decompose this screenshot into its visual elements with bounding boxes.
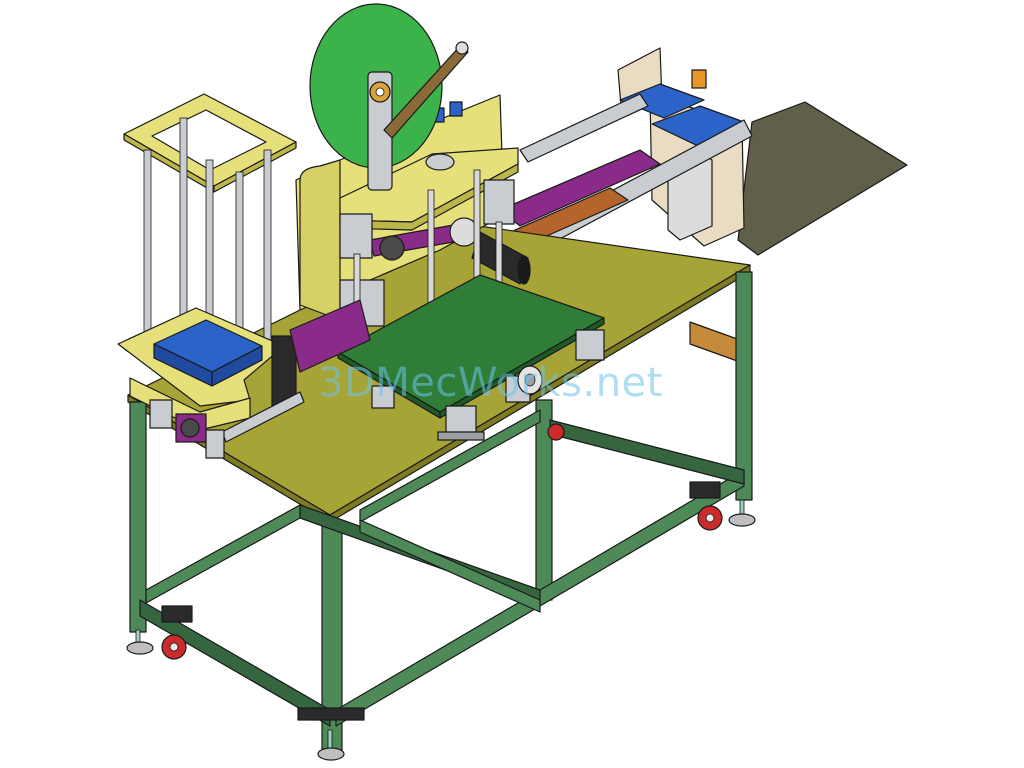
caster-icon (547, 423, 565, 441)
output-chute (737, 101, 908, 256)
label-reel (309, 3, 443, 191)
handwheel (517, 365, 543, 395)
leveling-foot-front (317, 729, 345, 761)
foot-block (297, 707, 365, 721)
side-bracket (149, 399, 173, 429)
wood-strip (689, 321, 741, 363)
output-tray-top (619, 83, 705, 119)
guide-block-right (483, 179, 515, 225)
pillow-block-2 (445, 405, 477, 437)
guide-block-upper (339, 213, 373, 259)
caster-center (547, 423, 565, 441)
caster-front-left (161, 605, 193, 660)
stacking-magazine (117, 93, 297, 431)
orange-sensor (691, 69, 707, 89)
rail-lower-left (139, 599, 331, 727)
linear-rail-rear (519, 93, 649, 163)
caster-right-back (689, 481, 723, 531)
reel-guide-roller (455, 41, 469, 55)
leveling-foot-right (728, 499, 756, 527)
conveyor-pulley-front (175, 413, 207, 443)
drive-pulley-left (379, 235, 405, 261)
knob (425, 153, 455, 171)
side-bracket-2 (205, 429, 225, 459)
rail-lower-mid (145, 504, 301, 604)
rail-mid-right (359, 409, 541, 523)
reel-guide-bar (383, 45, 469, 139)
pillow-block-1 (371, 385, 395, 409)
rail-lower-back (549, 419, 745, 485)
pcb-board-edge-right (439, 317, 605, 419)
blue-fixture-3 (449, 101, 463, 117)
magazine-pillar-5 (263, 149, 272, 347)
leg-right-back (735, 271, 753, 501)
support-frame (129, 271, 753, 751)
conveyor-rail-front (221, 391, 305, 443)
conveyor-belt-front (289, 299, 371, 373)
motor-icon (271, 335, 297, 407)
rail-mid-lower (359, 519, 541, 613)
magazine-pillar-1 (143, 149, 152, 333)
pillow-block-4 (575, 329, 605, 361)
leveling-foot-left (126, 629, 154, 655)
pillow-block-5 (437, 431, 485, 441)
leg-front-left (129, 401, 147, 633)
magazine-pillar-2 (179, 117, 188, 319)
housing-side (299, 159, 341, 321)
